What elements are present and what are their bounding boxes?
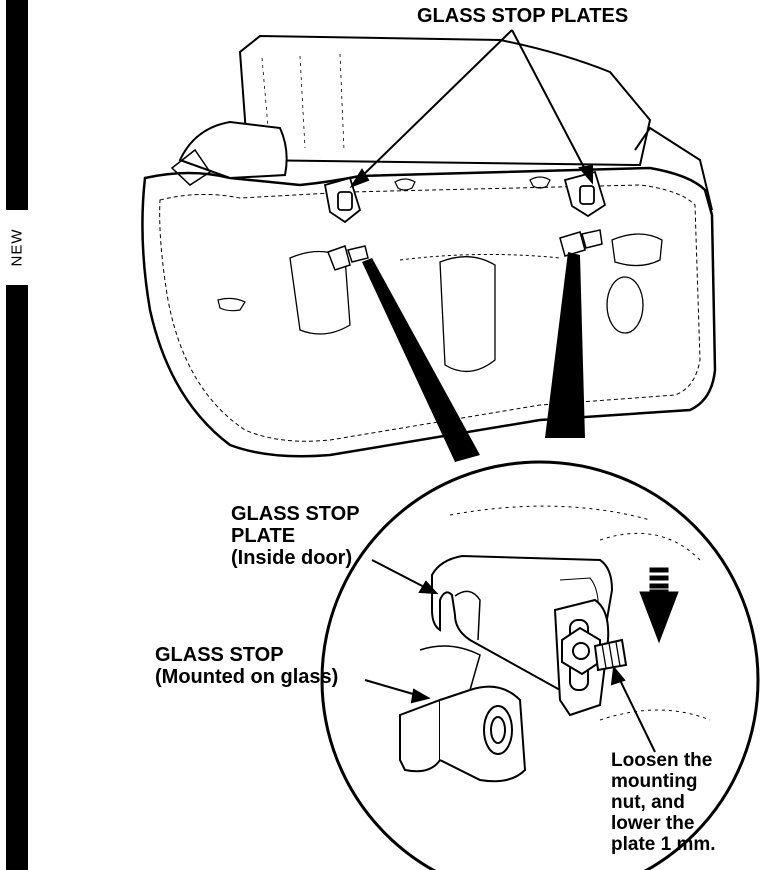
label-glass-stop-plates: GLASS STOP PLATES xyxy=(417,5,628,27)
label-glass-stop: GLASS STOP (Mounted on glass) xyxy=(155,644,338,688)
stop-plate-left xyxy=(323,176,362,224)
label-line: GLASS STOP xyxy=(155,644,284,666)
leader-arrow-nut xyxy=(610,665,656,753)
instruction-line: plate 1 mm. xyxy=(611,834,716,855)
label-line: GLASS STOP xyxy=(231,503,360,525)
zoom-callout-wedges xyxy=(362,252,585,462)
door-panel xyxy=(141,120,717,458)
stop-plate-right xyxy=(563,170,607,218)
instruction-line: mounting xyxy=(611,771,698,792)
leader-arrow-plate xyxy=(371,559,439,595)
label-glass-stop-plates-text: GLASS STOP PLATES xyxy=(417,5,629,27)
instruction-line: nut, and xyxy=(611,792,685,813)
stop-bracket-right xyxy=(559,229,603,257)
label-line: PLATE xyxy=(231,525,296,547)
leader-lines-top xyxy=(349,29,593,188)
instruction-line: Loosen the xyxy=(611,750,713,771)
detail-illustration xyxy=(399,505,711,783)
down-arrow-icon xyxy=(639,567,679,644)
window-glass xyxy=(238,34,652,167)
label-line: (Mounted on glass) xyxy=(155,666,339,688)
instruction-note: Loosen the mounting nut, and lower the p… xyxy=(611,750,716,855)
sidebar-bar-top xyxy=(6,0,28,210)
leader-arrow-stop xyxy=(364,679,431,704)
instruction-line: lower the xyxy=(611,813,695,834)
label-line: (Inside door) xyxy=(231,547,353,569)
label-glass-stop-plate: GLASS STOP PLATE (Inside door) xyxy=(231,503,360,569)
stop-bracket-left xyxy=(327,245,369,271)
sidebar-bar-bottom xyxy=(6,285,28,870)
